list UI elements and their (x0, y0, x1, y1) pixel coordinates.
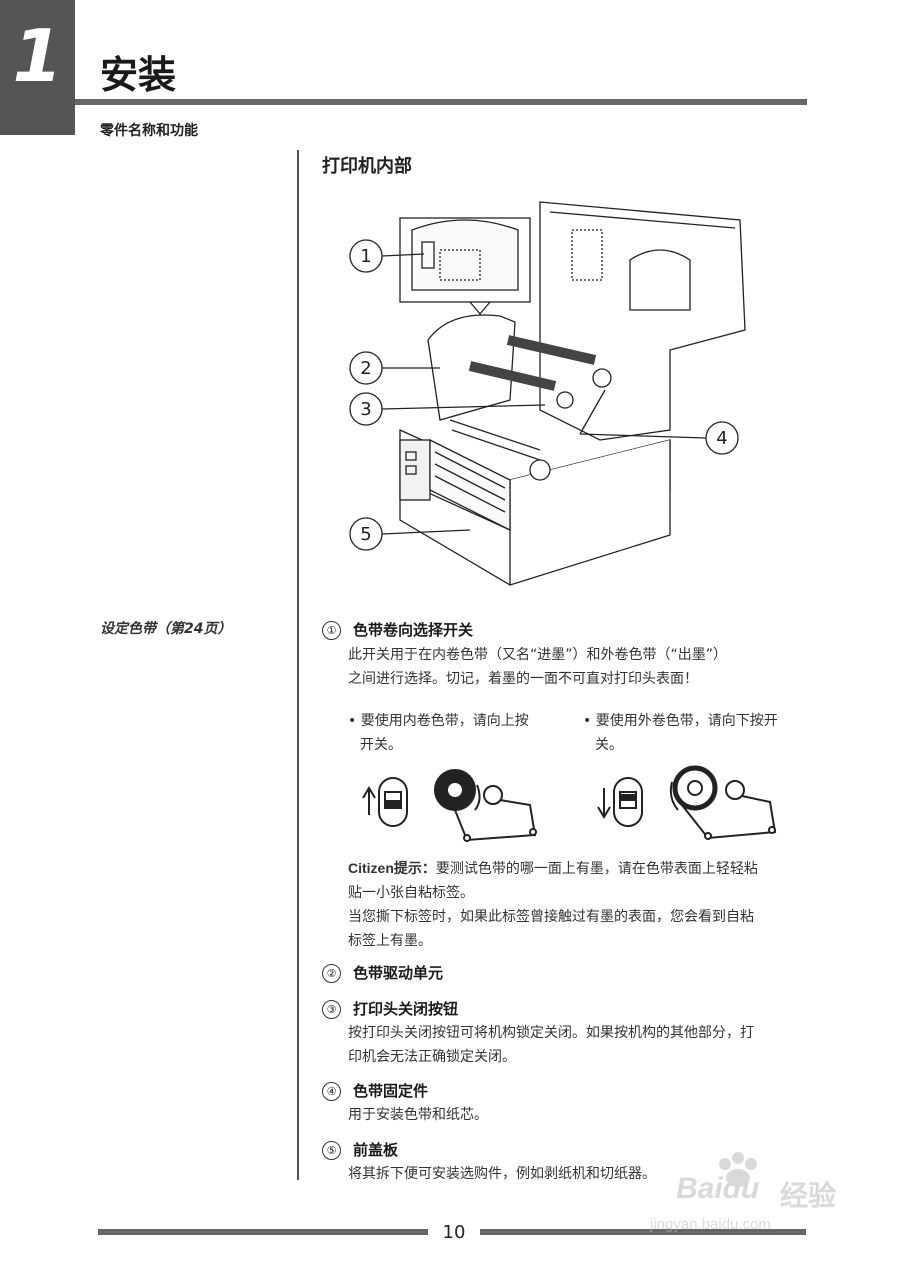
tip-label: Citizen提示： (348, 860, 436, 876)
callout-2: 2 (360, 358, 371, 379)
inside-ribbon-diagram (362, 769, 537, 842)
item-5-line-1: 将其拆下便可安装选购件，例如剥纸机和切纸器。 (348, 1166, 656, 1182)
item-4-line-1: 用于安装色带和纸芯。 (348, 1107, 488, 1123)
printer-illustration: 1 2 3 4 5 (349, 201, 746, 586)
paw-icon (719, 1152, 757, 1187)
callout-1: 1 (360, 246, 371, 267)
item-4-heading: ④ 色带固定件 (322, 1080, 428, 1101)
item-3-heading: ③ 打印头关闭按钮 (322, 998, 458, 1019)
bullet-right-line-1: • 要使用外卷色带，请向下按开 (583, 713, 778, 729)
item-3-line-2: 印机会无法正确锁定关闭。 (348, 1049, 516, 1065)
item-2-heading: ② 色带驱动单元 (322, 962, 443, 983)
item-4-text: 用于安装色带和纸芯。 (348, 1103, 808, 1127)
callout-4: 4 (716, 428, 727, 449)
outside-ribbon-diagram (597, 765, 777, 840)
footer-rule-right (480, 1229, 806, 1235)
item-2-title: 色带驱动单元 (353, 964, 444, 982)
tip-line-4: 标签上有墨。 (348, 933, 432, 949)
item-5-text: 将其拆下便可安装选购件，例如剥纸机和切纸器。 (348, 1162, 808, 1186)
tip-line-2: 贴一小张自粘标签。 (348, 885, 474, 901)
item-3-number: ③ (322, 1000, 341, 1019)
chapter-block: 1 (0, 0, 75, 135)
column-divider (297, 150, 299, 1180)
item-5-number: ⑤ (322, 1141, 341, 1160)
item-1-line-1: 此开关用于在内卷色带（又名“进墨”）和外卷色带（“出墨”） (348, 647, 728, 663)
page-number: 10 (442, 1222, 466, 1243)
item-1-title: 色带卷向选择开关 (353, 621, 474, 639)
chapter-number: 1 (12, 14, 63, 98)
item-1-number: ① (322, 621, 341, 640)
chapter-rule (75, 99, 807, 105)
watermark-brand: Baidu (676, 1172, 760, 1205)
item-1-line-2: 之间进行选择。切记，着墨的一面不可直对打印头表面！ (348, 671, 698, 687)
callout-3: 3 (360, 399, 371, 420)
side-reference: 设定色带（第24页） (100, 621, 232, 637)
callout-5: 5 (360, 524, 371, 545)
bullet-right: • 要使用外卷色带，请向下按开 关。 (583, 709, 778, 757)
bullet-left-line-2: 开关。 (360, 737, 402, 753)
item-5-title: 前盖板 (353, 1141, 399, 1159)
item-3-title: 打印头关闭按钮 (353, 1000, 459, 1018)
tip-line-3: 当您撕下标签时，如果此标签曾接触过有墨的表面，您会看到自粘 (348, 909, 754, 925)
item-4-number: ④ (322, 1082, 341, 1101)
footer-rule-left (98, 1229, 428, 1235)
bullet-right-line-2: 关。 (595, 737, 623, 753)
bullet-left: • 要使用内卷色带，请向上按 开关。 (348, 709, 529, 757)
section-title: 零件名称和功能 (100, 123, 198, 139)
baidu-watermark: Baidu 经验 jingyan.baidu.com (640, 1150, 870, 1240)
item-4-title: 色带固定件 (353, 1082, 429, 1100)
watermark-cn: 经验 (780, 1179, 837, 1212)
citizen-tip: Citizen提示：要测试色带的哪一面上有墨，请在色带表面上轻轻粘 贴一小张自粘… (348, 856, 808, 953)
item-1-text: 此开关用于在内卷色带（又名“进墨”）和外卷色带（“出墨”） 之间进行选择。切记，… (348, 643, 808, 691)
subheading: 打印机内部 (322, 156, 412, 177)
chapter-title: 安装 (100, 53, 177, 97)
bullet-left-line-1: • 要使用内卷色带，请向上按 (348, 713, 529, 729)
item-3-text: 按打印头关闭按钮可将机构锁定关闭。如果按机构的其他部分，打 印机会无法正确锁定关… (348, 1021, 808, 1069)
watermark-url: jingyan.baidu.com (650, 1216, 771, 1233)
item-1-heading: ① 色带卷向选择开关 (322, 619, 473, 640)
item-3-line-1: 按打印头关闭按钮可将机构锁定关闭。如果按机构的其他部分，打 (348, 1025, 754, 1041)
tip-line-1: 要测试色带的哪一面上有墨，请在色带表面上轻轻粘 (435, 861, 758, 877)
item-2-number: ② (322, 964, 341, 983)
item-5-heading: ⑤ 前盖板 (322, 1139, 398, 1160)
